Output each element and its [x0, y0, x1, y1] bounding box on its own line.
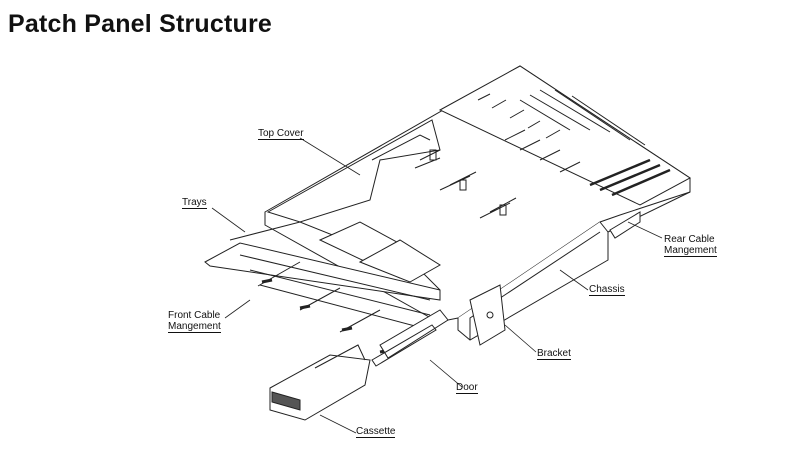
rear-connectors: [414, 149, 517, 219]
front-cable-management: [261, 278, 391, 354]
trays: [204, 221, 441, 333]
leader-lines: [211, 137, 663, 434]
label-door: Door: [456, 382, 478, 394]
label-front-cable-management: Front Cable Mangement: [168, 310, 221, 333]
label-top-cover: Top Cover: [258, 128, 304, 140]
label-cassette: Cassette: [356, 426, 396, 438]
label-rear-cable-management: Rear Cable Mangement: [664, 234, 717, 257]
label-chassis: Chassis: [589, 284, 625, 296]
page-title: Patch Panel Structure: [8, 10, 273, 38]
bracket: [469, 284, 506, 346]
label-bracket: Bracket: [537, 348, 571, 360]
rear-cable-management: [438, 65, 691, 239]
door: [371, 309, 449, 367]
cassette: [269, 344, 371, 421]
label-trays: Trays: [182, 197, 207, 209]
